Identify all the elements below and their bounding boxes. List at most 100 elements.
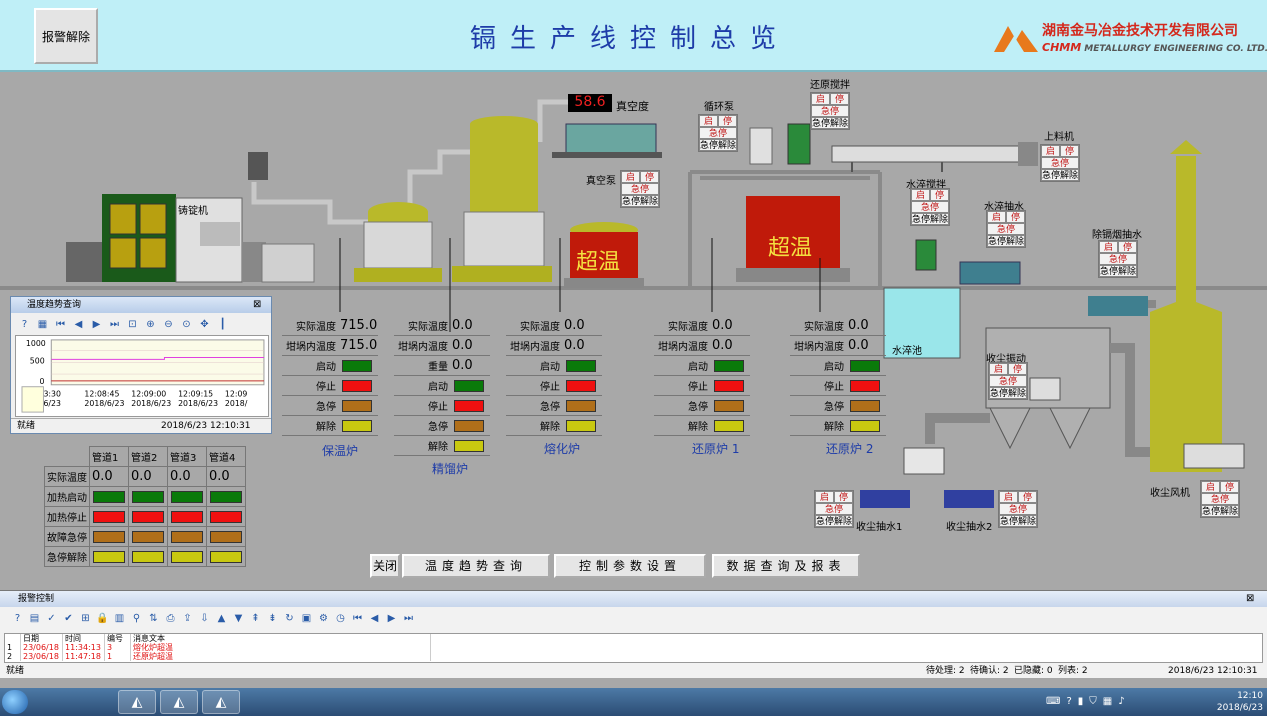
status-lamp[interactable] xyxy=(566,379,596,392)
reduction-stir-start-button[interactable]: 启 xyxy=(811,93,830,105)
status-lamp[interactable] xyxy=(454,419,484,432)
status-lamp[interactable] xyxy=(342,359,372,372)
alarm-reset-button[interactable]: 报警解除 xyxy=(34,8,98,64)
help-icon[interactable]: ? xyxy=(21,319,28,330)
status-lamp[interactable] xyxy=(850,399,880,412)
refresh-icon[interactable]: ↻ xyxy=(285,613,294,624)
pipe-lamp[interactable] xyxy=(210,550,242,563)
pipe-lamp[interactable] xyxy=(132,530,164,543)
last-icon[interactable]: ⏭ xyxy=(110,319,119,330)
cd-dust-pump-estop-release-button[interactable]: 急停解除 xyxy=(1099,265,1137,277)
status-lamp[interactable] xyxy=(714,359,744,372)
circulation-pump-estop-release-button[interactable]: 急停解除 xyxy=(699,139,737,151)
network-icon[interactable]: ▦ xyxy=(1102,696,1113,707)
dust-vibrate-start-button[interactable]: 启 xyxy=(989,363,1008,375)
status-lamp[interactable] xyxy=(850,379,880,392)
pipe-lamp[interactable] xyxy=(171,490,203,503)
status-lamp[interactable] xyxy=(850,419,880,432)
pan-icon[interactable]: ✥ xyxy=(200,319,209,330)
zoom-in-icon[interactable]: ⊕ xyxy=(146,319,155,330)
reduction-stir-stop-button[interactable]: 停 xyxy=(830,93,849,105)
dust-pump-2-stop-button[interactable]: 停 xyxy=(1018,491,1037,503)
pipe-lamp[interactable] xyxy=(132,490,164,503)
data-report-button[interactable]: 数据查询及报表 xyxy=(712,554,860,578)
pipe-lamp[interactable] xyxy=(210,490,242,503)
last-icon[interactable]: ⏭ xyxy=(404,613,413,624)
page-down-icon[interactable]: ⇟ xyxy=(268,613,277,624)
pipe-lamp[interactable] xyxy=(171,510,203,523)
device-icon[interactable]: ▮ xyxy=(1077,696,1084,707)
pipe-lamp[interactable] xyxy=(93,510,125,523)
acknowledge-icon[interactable]: ✓ xyxy=(47,613,56,624)
export-icon[interactable]: ⇪ xyxy=(183,613,192,624)
dust-pump-1-estop-release-button[interactable]: 急停解除 xyxy=(815,515,853,527)
next-icon[interactable]: ▶ xyxy=(387,613,396,624)
temperature-trend-button[interactable]: 温度趋势查询 xyxy=(402,554,550,578)
next-icon[interactable]: ▶ xyxy=(92,319,101,330)
pipe-lamp[interactable] xyxy=(132,510,164,523)
pipe-lamp[interactable] xyxy=(93,490,125,503)
dust-pump-1-start-button[interactable]: 启 xyxy=(815,491,834,503)
pipe-lamp[interactable] xyxy=(93,550,125,563)
dust-pump-1-stop-button[interactable]: 停 xyxy=(834,491,853,503)
col-message[interactable]: 消息文本 xyxy=(131,634,431,643)
zoom-area-icon[interactable]: ⊡ xyxy=(128,319,137,330)
status-lamp[interactable] xyxy=(714,379,744,392)
dust-fan-start-button[interactable]: 启 xyxy=(1201,481,1220,493)
cd-dust-pump-start-button[interactable]: 启 xyxy=(1099,241,1118,253)
dust-fan-stop-button[interactable]: 停 xyxy=(1220,481,1239,493)
import-icon[interactable]: ⇩ xyxy=(200,613,209,624)
down-icon[interactable]: ▼ xyxy=(234,613,243,624)
status-lamp[interactable] xyxy=(454,379,484,392)
col-time[interactable]: 时间 xyxy=(63,634,105,643)
status-lamp[interactable] xyxy=(566,359,596,372)
pipe-lamp[interactable] xyxy=(171,550,203,563)
status-lamp[interactable] xyxy=(566,419,596,432)
feeder-start-button[interactable]: 启 xyxy=(1041,145,1060,157)
status-lamp[interactable] xyxy=(342,399,372,412)
vacuum-pump-start-button[interactable]: 启 xyxy=(621,171,640,183)
prev-icon[interactable]: ◀ xyxy=(370,613,379,624)
start-button[interactable] xyxy=(2,690,28,714)
taskbar-clock[interactable]: 12:10 2018/6/23 xyxy=(1217,690,1263,714)
col-number[interactable]: 编号 xyxy=(105,634,131,643)
pipe-lamp[interactable] xyxy=(132,550,164,563)
status-lamp[interactable] xyxy=(454,439,484,452)
status-lamp[interactable] xyxy=(850,359,880,372)
list-icon[interactable]: ▤ xyxy=(29,613,40,624)
up-icon[interactable]: ▲ xyxy=(217,613,226,624)
dust-vibrate-stop-button[interactable]: 停 xyxy=(1008,363,1027,375)
help-icon[interactable]: ? xyxy=(14,613,21,624)
water-quench-stir-stop-button[interactable]: 停 xyxy=(930,189,949,201)
dust-pump-2-estop-release-button[interactable]: 急停解除 xyxy=(999,515,1037,527)
feeder-estop-release-button[interactable]: 急停解除 xyxy=(1041,169,1079,181)
pipe-lamp[interactable] xyxy=(210,510,242,523)
status-lamp[interactable] xyxy=(454,399,484,412)
print-icon[interactable]: ⎙ xyxy=(166,613,175,624)
trend-chart[interactable]: 1000 500 0 3:306/2312:08:452018/6/2312:0… xyxy=(15,335,269,417)
reduction-stir-estop-button[interactable]: 急停 xyxy=(811,105,849,117)
status-lamp[interactable] xyxy=(342,379,372,392)
feeder-stop-button[interactable]: 停 xyxy=(1060,145,1079,157)
sort-icon[interactable]: ⇅ xyxy=(149,613,158,624)
vacuum-pump-stop-button[interactable]: 停 xyxy=(640,171,659,183)
dust-fan-estop-release-button[interactable]: 急停解除 xyxy=(1201,505,1239,517)
prev-icon[interactable]: ◀ xyxy=(74,319,83,330)
clock-icon[interactable]: ◷ xyxy=(336,613,345,624)
close-button[interactable]: 关闭 xyxy=(370,554,400,578)
dust-pump-1-estop-button[interactable]: 急停 xyxy=(815,503,853,515)
zoom-reset-icon[interactable]: ⊙ xyxy=(182,319,191,330)
alarm-close-icon[interactable]: ⊠ xyxy=(1246,593,1255,604)
status-lamp[interactable] xyxy=(566,399,596,412)
shield-icon[interactable]: ⛉ xyxy=(1089,696,1097,707)
dust-pump-2-start-button[interactable]: 启 xyxy=(999,491,1018,503)
vacuum-pump-estop-button[interactable]: 急停 xyxy=(621,183,659,195)
settings-icon[interactable]: ⚙ xyxy=(319,613,328,624)
dust-fan-estop-button[interactable]: 急停 xyxy=(1201,493,1239,505)
status-lamp[interactable] xyxy=(714,419,744,432)
lock-icon[interactable]: 🔒 xyxy=(96,613,109,624)
page-up-icon[interactable]: ⇞ xyxy=(251,613,260,624)
first-icon[interactable]: ⏮ xyxy=(56,319,65,330)
status-lamp[interactable] xyxy=(342,419,372,432)
